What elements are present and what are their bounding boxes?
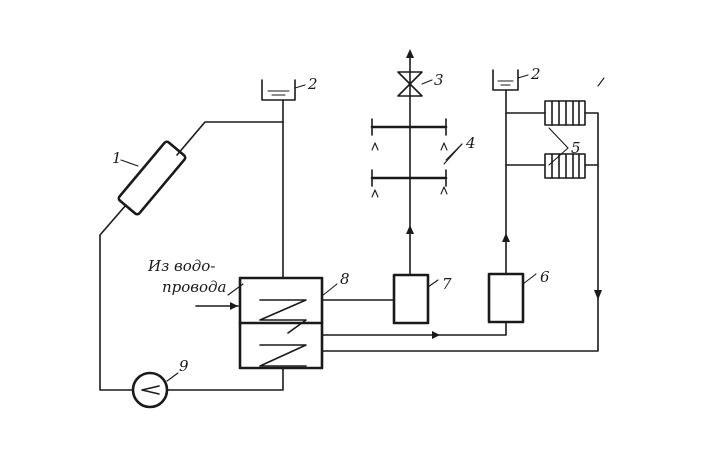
heat-exchanger-8 — [238, 276, 338, 370]
label-2-right: 2 — [530, 65, 541, 83]
label-2-left: 2 — [307, 75, 318, 93]
label-5: 5 — [571, 139, 581, 157]
valve-3 — [397, 71, 433, 97]
label-1: 1 — [112, 149, 122, 167]
collector-loop-pipes — [99, 99, 284, 391]
water-main-inlet — [195, 283, 244, 310]
stray-mark — [597, 77, 605, 87]
hot-water-riser — [406, 49, 414, 276]
label-3: 3 — [434, 71, 444, 89]
inlet-note-line1: Из водо- — [147, 257, 215, 275]
leader-1 — [120, 159, 139, 167]
label-9: 9 — [179, 357, 189, 375]
solar-collector-1 — [117, 140, 187, 216]
label-7: 7 — [442, 275, 452, 293]
circulation-pump-9 — [131, 371, 179, 409]
consumer-taps-4 — [370, 118, 463, 198]
unit-7 — [392, 273, 439, 325]
inlet-note-line2: провода — [162, 278, 227, 296]
expansion-tank-right — [492, 69, 529, 91]
radiators-5 — [544, 100, 586, 179]
heating-riser — [502, 89, 599, 275]
distribution-pipes — [321, 112, 602, 352]
expansion-tank-left — [261, 79, 306, 101]
unit-6 — [487, 272, 537, 324]
label-4: 4 — [465, 134, 476, 152]
label-6: 6 — [540, 268, 550, 286]
label-8: 8 — [340, 270, 350, 288]
